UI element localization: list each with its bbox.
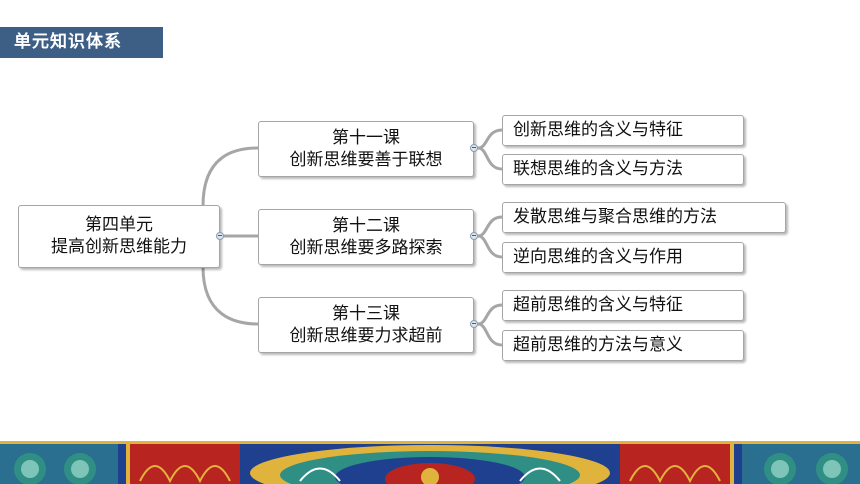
lesson-node-subtitle: 创新思维要力求超前 xyxy=(289,326,443,346)
collapse-icon-lesson-13[interactable] xyxy=(470,320,478,328)
root-node-unit-4[interactable]: 第四单元 提高创新思维能力 xyxy=(18,205,220,268)
connector-lesson-1-topic-1 xyxy=(476,128,504,150)
connector-lesson-1-topic-2 xyxy=(476,146,504,171)
collapse-icon-root[interactable] xyxy=(216,232,224,240)
lesson-node-subtitle: 创新思维要多路探索 xyxy=(289,238,443,258)
lesson-node-title: 第十一课 xyxy=(332,128,400,148)
lesson-node-subtitle: 创新思维要善于联想 xyxy=(289,150,443,170)
section-header: 单元知识体系 xyxy=(0,27,163,58)
topic-node[interactable]: 超前思维的方法与意义 xyxy=(502,330,744,361)
lesson-node-title: 第十三课 xyxy=(332,304,400,324)
root-node-subtitle: 提高创新思维能力 xyxy=(51,237,187,257)
topic-node[interactable]: 发散思维与聚合思维的方法 xyxy=(502,202,786,233)
connector-root-lesson-3 xyxy=(201,265,260,326)
connector-lesson-3-topic-2 xyxy=(476,322,504,347)
ornament-pattern xyxy=(0,441,860,484)
lesson-node-12[interactable]: 第十二课 创新思维要多路探索 xyxy=(258,209,474,265)
lesson-node-title: 第十二课 xyxy=(332,216,400,236)
decorative-banner xyxy=(0,441,860,484)
root-node-title: 第四单元 xyxy=(85,215,153,235)
collapse-icon-lesson-11[interactable] xyxy=(470,144,478,152)
collapse-icon-lesson-12[interactable] xyxy=(470,232,478,240)
topic-node[interactable]: 联想思维的含义与方法 xyxy=(502,154,744,185)
topic-node[interactable]: 逆向思维的含义与作用 xyxy=(502,242,744,273)
lesson-node-11[interactable]: 第十一课 创新思维要善于联想 xyxy=(258,121,474,177)
connector-lesson-2-topic-1 xyxy=(476,215,504,238)
connector-root-lesson-1 xyxy=(201,146,260,208)
connector-lesson-2-topic-2 xyxy=(476,234,504,259)
mindmap-connectors xyxy=(201,128,504,347)
topic-node[interactable]: 创新思维的含义与特征 xyxy=(502,115,744,146)
lesson-node-13[interactable]: 第十三课 创新思维要力求超前 xyxy=(258,297,474,353)
connector-lesson-3-topic-1 xyxy=(476,303,504,326)
topic-node[interactable]: 超前思维的含义与特征 xyxy=(502,290,744,321)
section-title: 单元知识体系 xyxy=(14,32,122,52)
